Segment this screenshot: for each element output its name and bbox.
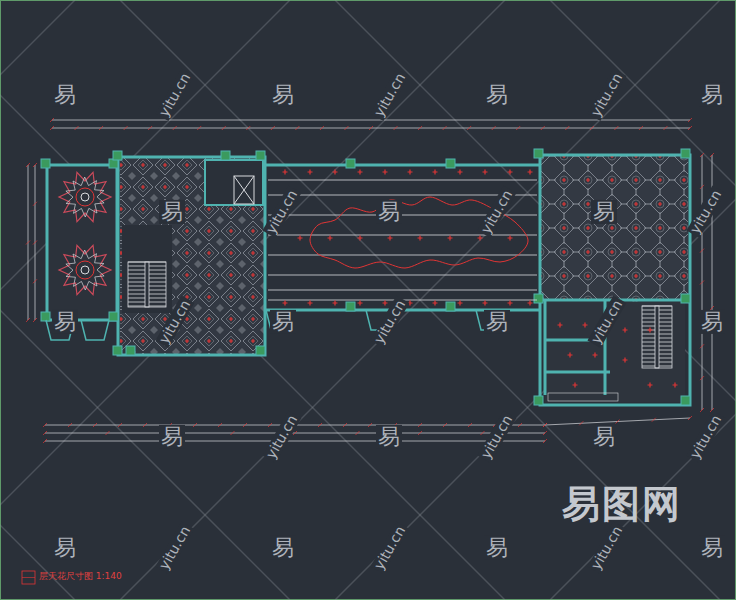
watermark-text: yitu.cn <box>370 296 409 348</box>
watermark-text: 易 <box>52 83 78 107</box>
caption-box <box>22 571 35 584</box>
watermark-text: 易 <box>591 425 617 449</box>
watermark-text: 易 <box>699 536 725 560</box>
watermark-text: 易 <box>699 310 725 334</box>
watermark-text: yitu.cn <box>370 522 409 574</box>
watermark-logo: 易图网 <box>560 484 684 526</box>
watermark-text: yitu.cn <box>587 296 626 348</box>
watermark-text: 易 <box>591 200 617 224</box>
watermark-text: 易 <box>270 536 296 560</box>
watermark-text: 易 <box>484 536 510 560</box>
watermark-text: 易 <box>159 200 185 224</box>
watermark-text: 易 <box>484 83 510 107</box>
watermark-text: 易 <box>159 425 185 449</box>
watermark-text: yitu.cn <box>155 69 194 121</box>
watermark-text: yitu.cn <box>155 522 194 574</box>
watermark-text: 易 <box>699 83 725 107</box>
watermark-text: 易 <box>52 536 78 560</box>
watermark-text: yitu.cn <box>587 522 626 574</box>
watermark-text: yitu.cn <box>262 411 301 463</box>
watermark-text: yitu.cn <box>370 69 409 121</box>
dimension-lines <box>26 118 714 443</box>
watermark-text: yitu.cn <box>155 296 194 348</box>
watermark-text: yitu.cn <box>477 411 516 463</box>
watermark-text: yitu.cn <box>587 69 626 121</box>
drawing-title: 层天花尺寸图 1:140 <box>39 572 122 582</box>
watermark-text: 易 <box>484 310 510 334</box>
watermark-text: 易 <box>270 83 296 107</box>
watermark-text: 易 <box>270 310 296 334</box>
watermark-text: yitu.cn <box>686 186 725 238</box>
watermark-text: 易 <box>376 200 402 224</box>
watermark-text: 易 <box>376 425 402 449</box>
watermark-text: yitu.cn <box>686 411 725 463</box>
watermark-text: yitu.cn <box>477 186 516 238</box>
watermark-text: 易 <box>52 310 78 334</box>
watermark-text: yitu.cn <box>262 186 301 238</box>
caption-box-rule <box>22 577 35 578</box>
floor-plan <box>41 149 690 405</box>
